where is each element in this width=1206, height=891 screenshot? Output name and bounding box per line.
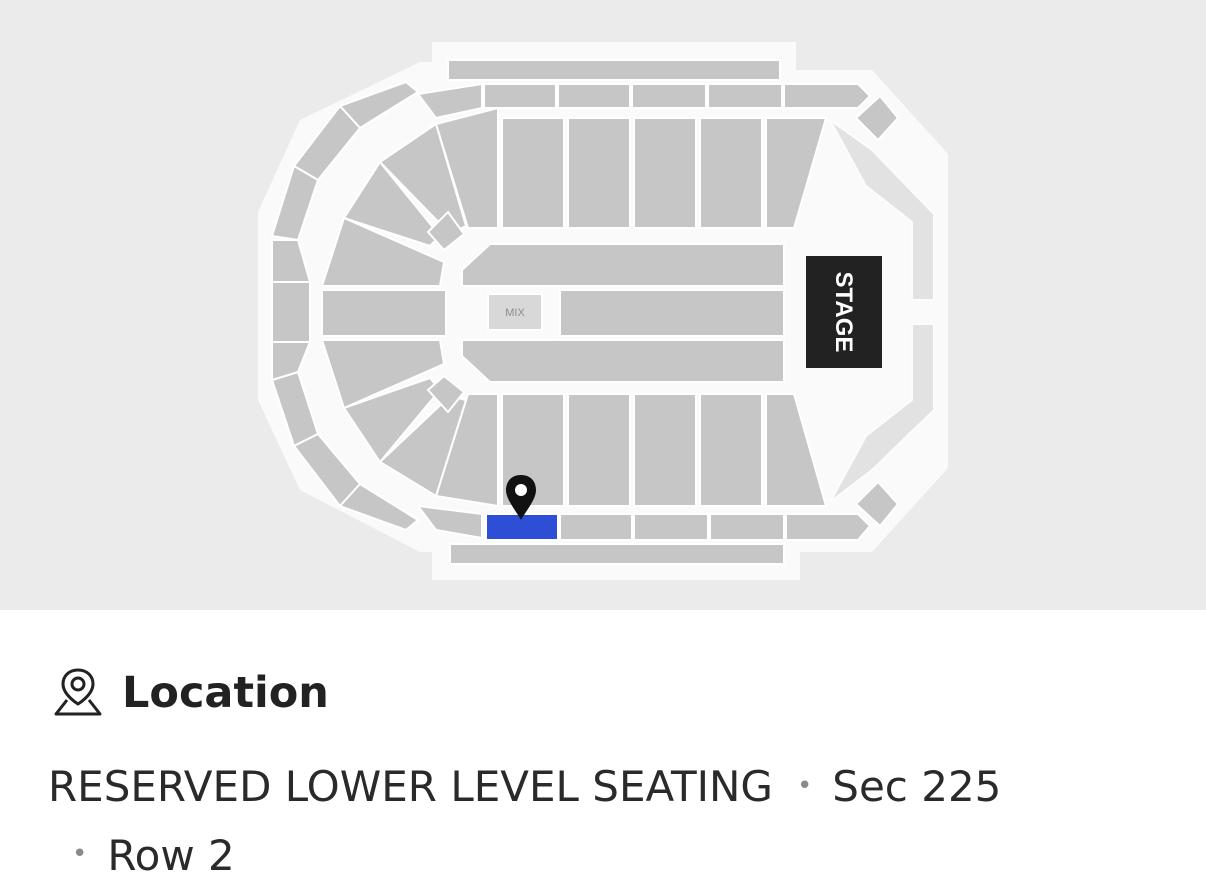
section-upper-c[interactable] (567, 117, 631, 229)
location-header (50, 664, 106, 722)
map-pin-icon (54, 668, 102, 716)
seat-map[interactable]: MIX STAGE (0, 0, 1206, 610)
section-right-top[interactable] (829, 119, 935, 301)
section-left-vom-top[interactable] (426, 210, 466, 252)
section-left-inner-5[interactable] (320, 339, 446, 410)
section-top-2[interactable] (557, 83, 631, 109)
section-left-outer-4b[interactable] (271, 341, 312, 382)
section-left-inner-7[interactable] (378, 394, 468, 498)
section-bottom-strip[interactable] (449, 543, 785, 565)
seat-location-pin-icon (506, 475, 536, 520)
section-top-strip[interactable] (447, 59, 781, 81)
section-lower-e[interactable] (699, 393, 763, 507)
section-upper-e[interactable] (699, 117, 763, 229)
floor-section-bottom[interactable] (461, 339, 785, 383)
section-top-left-corner[interactable] (416, 82, 483, 120)
section-left-outer-4[interactable] (271, 281, 311, 343)
arena-diagram: MIX STAGE (258, 42, 948, 580)
section-left-outer-7[interactable] (338, 482, 420, 532)
section-left-inner-3[interactable] (320, 216, 446, 287)
floor-section-top[interactable] (461, 243, 785, 287)
section-top-1[interactable] (483, 83, 557, 109)
section-bottom-right-corner[interactable] (854, 480, 900, 528)
section-left-outer-3[interactable] (270, 164, 320, 242)
section-lower-f[interactable] (765, 393, 828, 507)
section-upper-b[interactable] (501, 117, 565, 229)
section-left-inner-4[interactable] (321, 289, 447, 337)
section-bottom-3[interactable] (633, 513, 709, 541)
mix-label: MIX (505, 307, 525, 319)
section-bottom-5[interactable] (785, 513, 872, 541)
section-top-right-corner[interactable] (854, 94, 900, 142)
section-left-inner-1[interactable] (378, 122, 468, 236)
seating-type: RESERVED LOWER LEVEL SEATING (48, 762, 773, 811)
section-upper-d[interactable] (633, 117, 697, 229)
location-title: Location (122, 668, 329, 718)
section-top-3[interactable] (631, 83, 707, 109)
mix-position (487, 293, 543, 331)
section-bottom-left-corner[interactable] (415, 504, 483, 540)
location-panel (0, 610, 1206, 888)
separator-dot: • (796, 770, 813, 801)
section-right-bottom[interactable] (829, 323, 935, 503)
section-lower-b[interactable] (501, 393, 565, 507)
section-top-4[interactable] (707, 83, 783, 109)
row-number: Row 2 (107, 830, 235, 880)
section-upper-f[interactable] (765, 117, 828, 229)
section-top-5[interactable] (783, 83, 872, 109)
section-lower-d[interactable] (633, 393, 697, 507)
stage (806, 256, 882, 368)
section-bottom-4[interactable] (709, 513, 785, 541)
stage-label: STAGE (830, 272, 857, 353)
seat-details: RESERVED LOWER LEVEL SEATING • Sec 225 • Row… (48, 754, 1168, 891)
section-lower-c[interactable] (567, 393, 631, 507)
floor-section-middle[interactable] (559, 289, 785, 337)
section-left-vom-bottom[interactable] (426, 374, 466, 414)
section-number: Sec 225 (832, 762, 1002, 811)
section-bottom-2[interactable] (559, 513, 633, 541)
separator-dot: • (72, 839, 88, 869)
section-left-outer-2b[interactable] (271, 239, 312, 283)
